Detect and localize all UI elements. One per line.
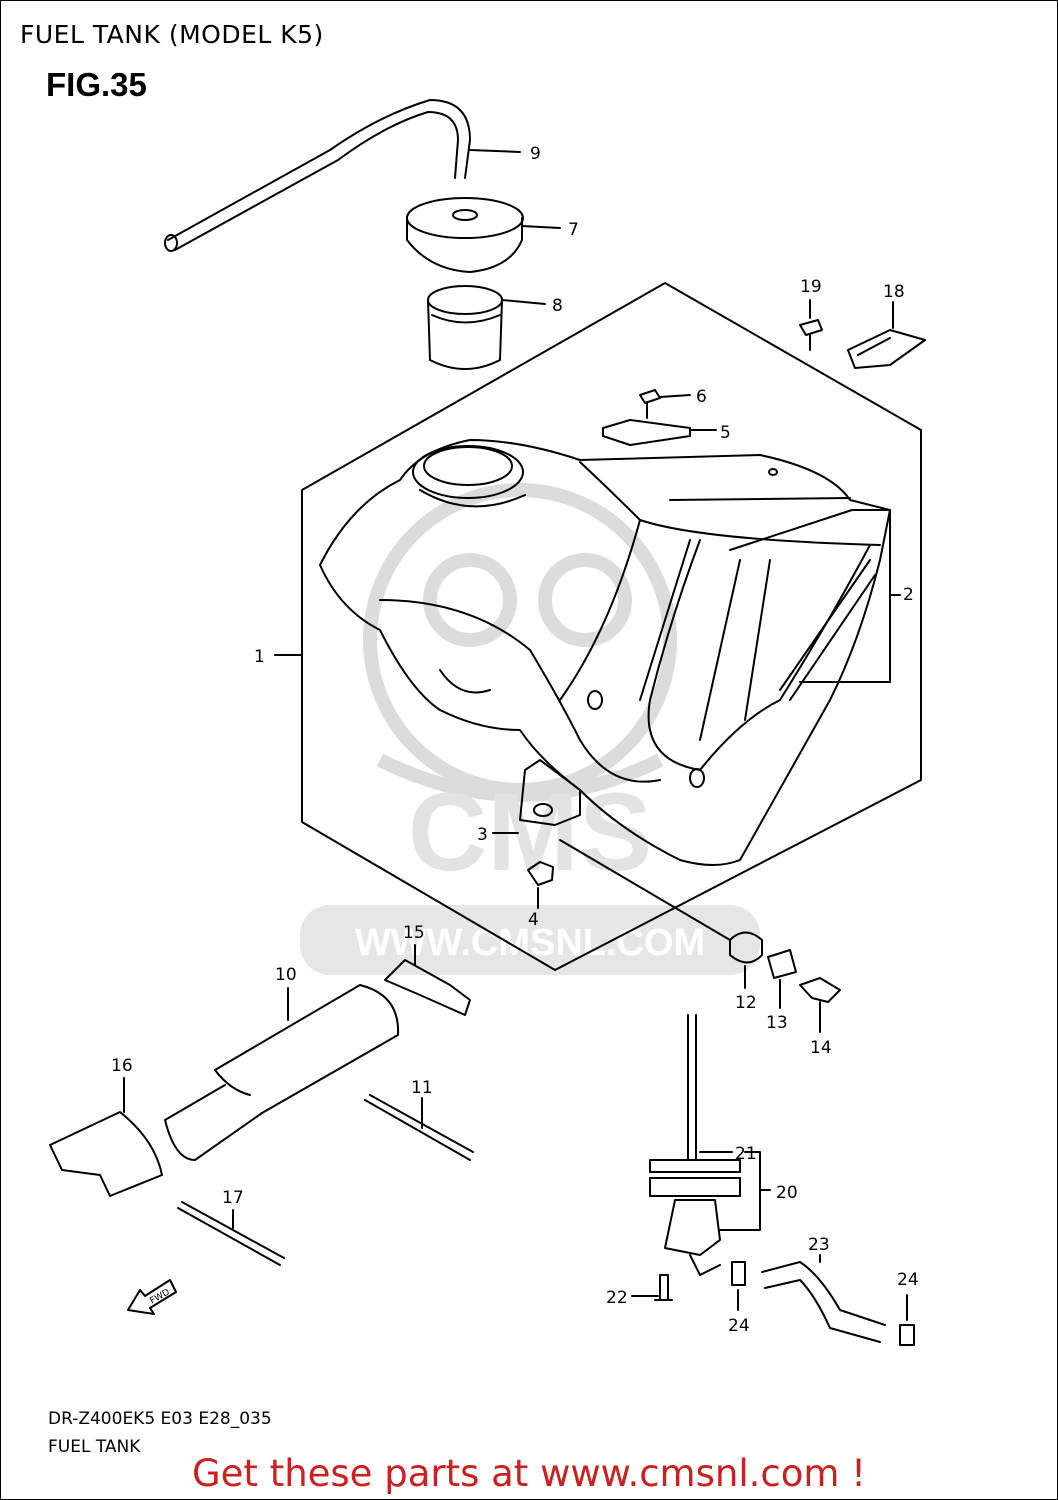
callout-24b: 24 <box>897 1270 919 1290</box>
cushion-3 <box>519 759 581 826</box>
callout-22: 22 <box>606 1288 628 1308</box>
decal-bracket <box>729 509 901 683</box>
page-title: FUEL TANK (MODEL K5) <box>20 20 324 49</box>
callout-2: 2 <box>903 585 914 605</box>
band-18 <box>847 329 926 369</box>
callout-13: 13 <box>766 1013 788 1033</box>
filler-neck <box>427 285 503 370</box>
callout-14: 14 <box>810 1038 832 1058</box>
model-code: DR-Z400EK5 E03 E28_035 <box>48 1409 272 1429</box>
fuel-valve-20 <box>649 1014 741 1276</box>
callout-labels: 9 7 8 19 18 6 5 2 1 3 4 15 10 12 13 14 1… <box>111 144 919 1336</box>
breather-hose <box>167 99 471 241</box>
heat-shield-10 <box>164 984 400 1161</box>
callout-11: 11 <box>411 1078 433 1098</box>
callout-20: 20 <box>776 1183 798 1203</box>
collar-13 <box>767 949 797 979</box>
callout-7: 7 <box>568 220 579 240</box>
cushion-16 <box>49 1111 163 1197</box>
callout-18: 18 <box>883 282 905 302</box>
callout-19: 19 <box>800 277 822 297</box>
callout-15: 15 <box>403 923 425 943</box>
callout-24a: 24 <box>728 1316 750 1336</box>
callout-12: 12 <box>735 993 757 1013</box>
fuel-tank <box>319 439 891 866</box>
cushion-15 <box>384 959 471 1016</box>
watermark-url: WWW.CMSNL.COM <box>355 922 705 964</box>
callout-16: 16 <box>111 1056 133 1076</box>
bolt-14 <box>799 977 841 1003</box>
fwd-arrow <box>127 1279 177 1315</box>
fuel-hose-23 <box>761 1261 886 1343</box>
fuel-cap <box>406 197 524 273</box>
callout-21: 21 <box>735 1144 757 1164</box>
watermark-brand: CMS <box>408 771 652 894</box>
callout-9: 9 <box>530 144 541 164</box>
bracket-5 <box>602 419 691 446</box>
callout-6: 6 <box>696 387 707 407</box>
screw-19 <box>799 319 823 351</box>
tie-11 <box>364 1094 474 1161</box>
get-parts-link[interactable]: Get these parts at www.cmsnl.com ! <box>191 1452 866 1495</box>
callout-17: 17 <box>222 1188 244 1208</box>
grommet-12 <box>729 931 763 964</box>
clamp-24a <box>731 1261 746 1286</box>
callout-4: 4 <box>528 910 539 930</box>
clamp-24b <box>899 1324 915 1346</box>
callout-1: 1 <box>254 647 265 667</box>
section-name: FUEL TANK <box>48 1437 141 1457</box>
fwd-label: FWD <box>149 1287 172 1306</box>
tie-17 <box>177 1201 285 1266</box>
tank-group-outline <box>301 282 922 971</box>
callout-10: 10 <box>275 965 297 985</box>
callout-3: 3 <box>477 825 488 845</box>
figure-number: FIG.35 <box>46 66 147 103</box>
callout-5: 5 <box>720 423 731 443</box>
bolt-4 <box>527 861 554 886</box>
callout-23: 23 <box>808 1235 830 1255</box>
screw-6 <box>639 389 661 419</box>
screw-22 <box>654 1274 673 1301</box>
callout-8: 8 <box>552 296 563 316</box>
